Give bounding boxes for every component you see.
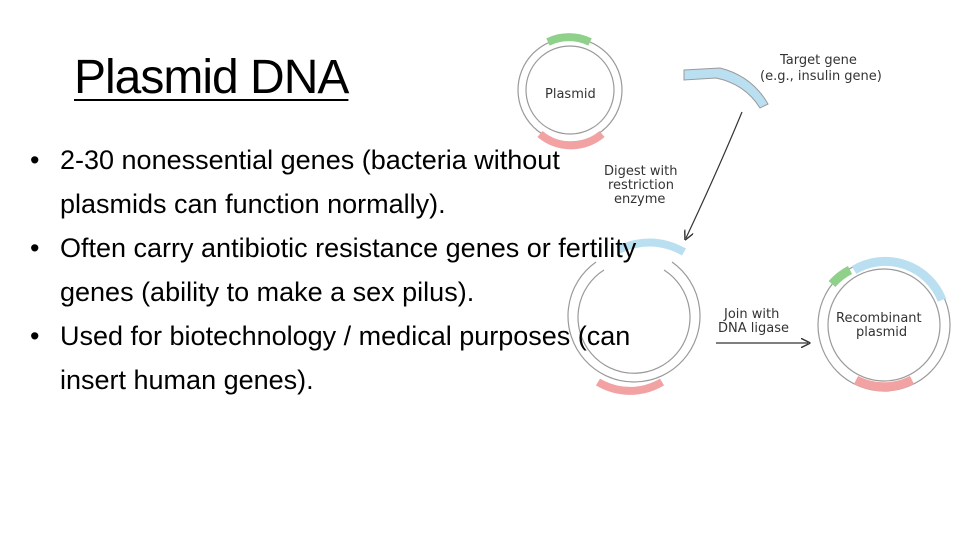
- svg-text:Join with: Join with: [723, 307, 779, 322]
- recombinant-plasmid: Recombinant plasmid: [817, 256, 951, 392]
- target-gene-label-line2: (e.g., insulin gene): [760, 69, 882, 84]
- recombinant-blue-segment: [851, 256, 947, 302]
- slide-title: Plasmid DNA: [74, 51, 349, 104]
- plasmid-ring: Plasmid: [517, 33, 623, 150]
- bullet-list: 2-30 nonessential genes (bacteria withou…: [30, 138, 670, 402]
- recombinant-label-line1: Recombinant: [836, 311, 922, 326]
- join-label: Join with DNA ligase: [718, 307, 789, 336]
- svg-text:DNA ligase: DNA ligase: [718, 321, 789, 336]
- plasmid-label: Plasmid: [545, 87, 596, 102]
- arrow-to-cut-plasmid: [686, 111, 743, 238]
- recombinant-label-line2: plasmid: [856, 325, 907, 340]
- target-gene-fragment: Target gene (e.g., insulin gene): [683, 53, 882, 109]
- recombinant-green-segment: [828, 265, 853, 288]
- bullet-item: Used for biotechnology / medical purpose…: [30, 314, 670, 402]
- bullet-item: Often carry antibiotic resistance genes …: [30, 226, 670, 314]
- recombinant-red-segment: [853, 375, 915, 392]
- target-gene-label-line1: Target gene: [779, 53, 857, 68]
- bullet-item: 2-30 nonessential genes (bacteria withou…: [30, 138, 670, 226]
- green-gene-segment: [546, 33, 592, 46]
